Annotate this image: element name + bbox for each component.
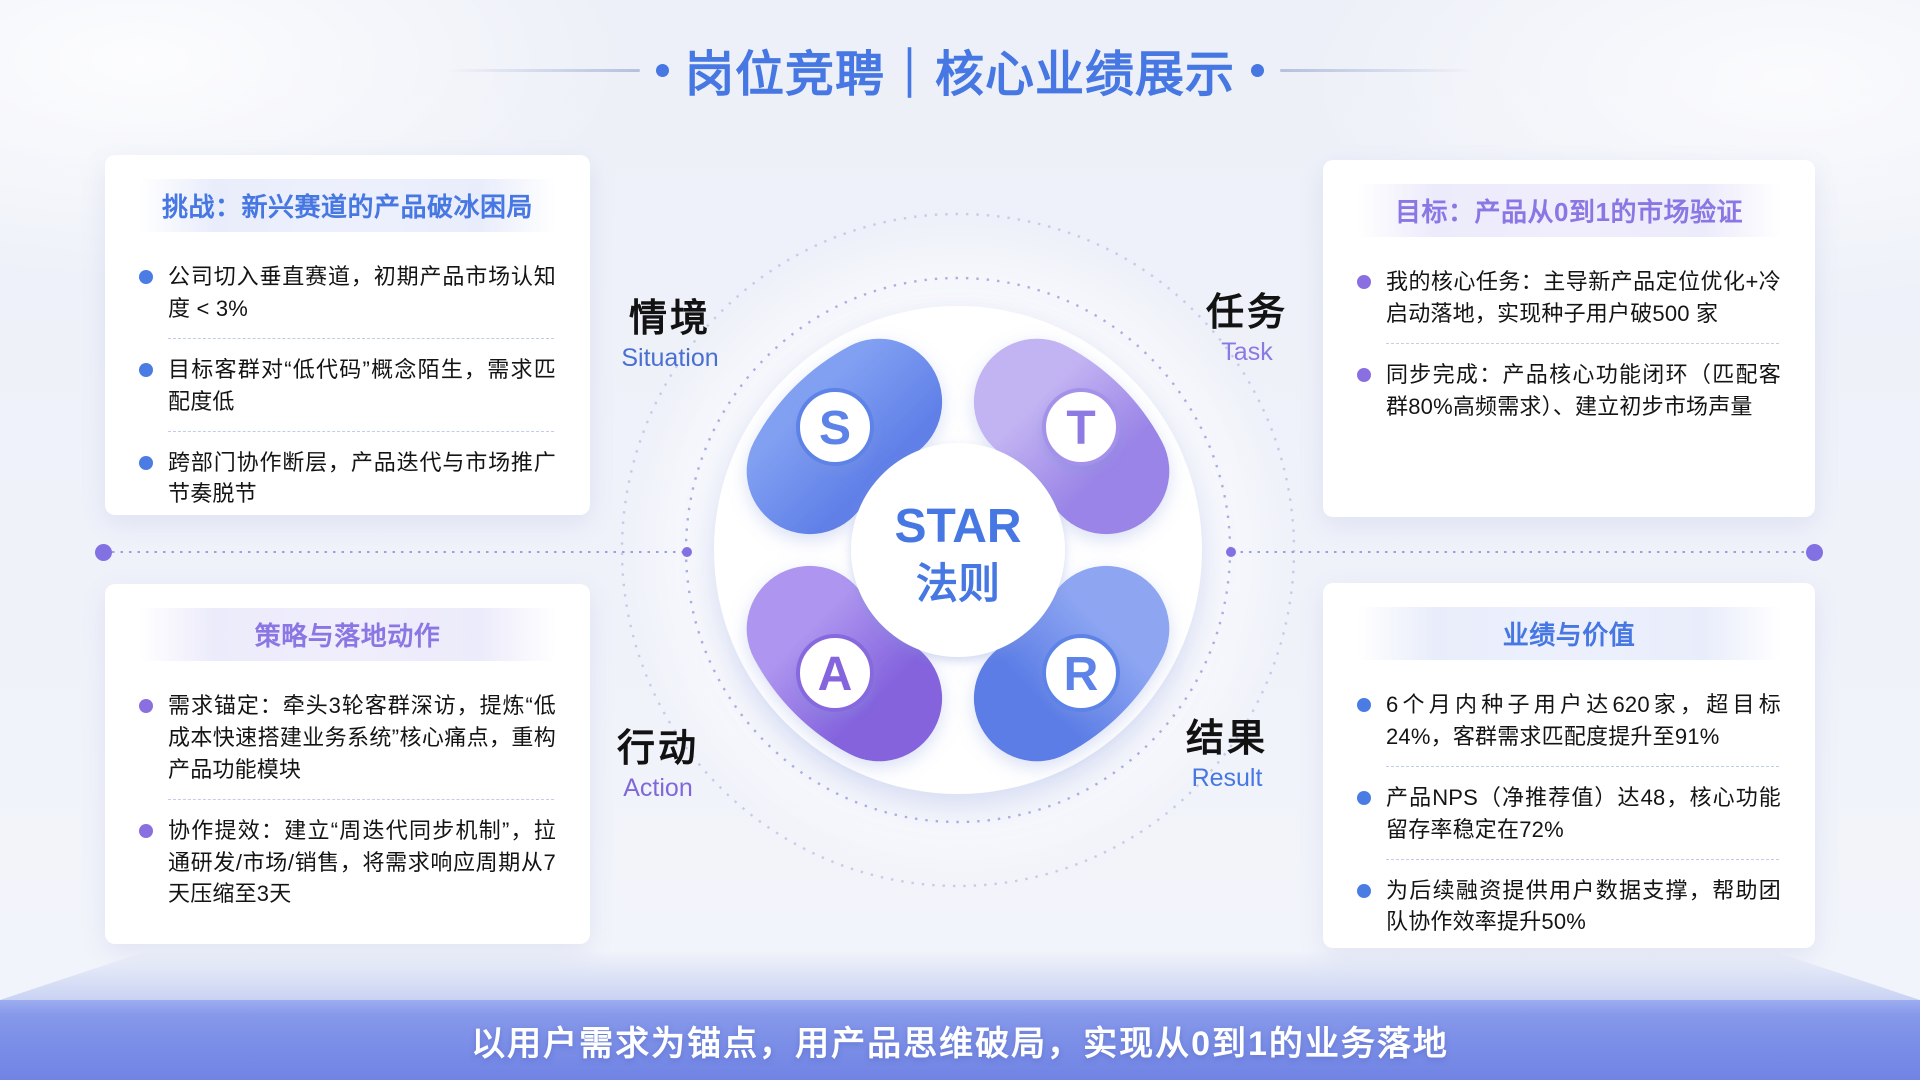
result-en: Result	[1191, 764, 1263, 793]
bullet-text: 目标客群对“低代码”概念陌生，需求匹配度低	[168, 356, 556, 414]
results-bullets: 6个月内种子用户达620家，超目标24%，客群需求匹配度提升至91% 产品NPS…	[1357, 674, 1781, 952]
bullet-text: 跨部门协作断层，产品迭代与市场推广节奏脱节	[168, 449, 556, 507]
title-dot-right-icon	[1251, 63, 1264, 77]
divider-line-left	[112, 551, 686, 554]
bullet-dot-icon	[1357, 698, 1371, 712]
letter-t: T	[1066, 402, 1095, 455]
center-title-star: STAR	[894, 500, 1021, 553]
badge-t	[1042, 388, 1120, 466]
strategy-title: 策略与落地动作	[139, 608, 556, 661]
bullet-item: 我的核心任务：主导新产品定位优化+冷启动落地，实现种子用户破500 家	[1357, 251, 1781, 344]
divider-line-right	[1232, 551, 1810, 554]
footer-text: 以用户需求为锚点，用产品思维破局，实现从0到1的业务落地	[471, 1024, 1449, 1063]
title-line-left	[444, 68, 640, 72]
card-goal: 目标：产品从0到1的市场验证 我的核心任务：主导新产品定位优化+冷启动落地，实现…	[1323, 160, 1815, 517]
bullet-item: 6个月内种子用户达620家，超目标24%，客群需求匹配度提升至91%	[1357, 674, 1781, 767]
bullet-text: 产品NPS（净推荐值）达48，核心功能留存率稳定在72%	[1386, 784, 1781, 842]
label-result: 结果 Result	[1117, 718, 1337, 793]
page-title-row: 岗位竞聘｜核心业绩展示	[0, 38, 1920, 102]
badge-a	[796, 634, 874, 712]
bullet-dot-icon	[1357, 367, 1371, 382]
center-title-rule: 法则	[916, 560, 1000, 607]
bullet-item: 产品NPS（净推荐值）达48，核心功能留存率稳定在72%	[1357, 767, 1781, 860]
card-strategy: 策略与落地动作 需求锚定：牵头3轮客群深访，提炼“低成本快速搭建业务系统”核心痛…	[105, 584, 590, 944]
bullet-item: 目标客群对“低代码”概念陌生，需求匹配度低	[139, 339, 556, 432]
title-line-right	[1280, 68, 1475, 72]
bullet-text: 需求锚定：牵头3轮客群深访，提炼“低成本快速搭建业务系统”核心痛点，重构产品功能…	[168, 693, 556, 782]
situation-en: Situation	[621, 344, 719, 373]
card-results: 业绩与价值 6个月内种子用户达620家，超目标24%，客群需求匹配度提升至91%…	[1323, 583, 1815, 948]
title-dot-left-icon	[655, 63, 669, 77]
divider-dot-right-outer-icon	[1806, 544, 1823, 561]
bullet-item: 需求锚定：牵头3轮客群深访，提炼“低成本快速搭建业务系统”核心痛点，重构产品功能…	[139, 675, 556, 800]
bullet-item: 同步完成：产品核心功能闭环（匹配客群80%高频需求）、建立初步市场声量	[1357, 344, 1781, 437]
star-diagram: S T A R STAR 法则	[620, 212, 1296, 888]
challenge-title: 挑战：新兴赛道的产品破冰困局	[139, 179, 556, 232]
action-en: Action	[623, 774, 693, 803]
letter-badges	[796, 388, 1120, 712]
task-en: Task	[1221, 338, 1273, 367]
goal-title: 目标：产品从0到1的市场验证	[1357, 184, 1781, 237]
bullet-item: 协作提效：建立“周迭代同步机制”，拉通研发/市场/销售，将需求响应周期从7天压缩…	[139, 800, 556, 925]
letter-a: A	[818, 648, 853, 701]
challenge-bullets: 公司切入垂直赛道，初期产品市场认知度 < 3% 目标客群对“低代码”概念陌生，需…	[139, 246, 556, 524]
label-situation: 情境 Situation	[560, 298, 780, 373]
task-cn: 任务	[1205, 292, 1288, 334]
page-title: 岗位竞聘｜核心业绩展示	[684, 47, 1235, 102]
situation-cn: 情境	[628, 298, 711, 340]
bullet-dot-icon	[139, 270, 153, 284]
bullet-dot-icon	[1357, 275, 1371, 289]
badge-s	[796, 388, 874, 466]
stage-floor	[0, 950, 1920, 1000]
bullet-text: 同步完成：产品核心功能闭环（匹配客群80%高频需求）、建立初步市场声量	[1386, 361, 1781, 419]
bullet-dot-icon	[1357, 790, 1371, 805]
card-challenge: 挑战：新兴赛道的产品破冰困局 公司切入垂直赛道，初期产品市场认知度 < 3% 目…	[105, 155, 590, 515]
label-task: 任务 Task	[1137, 292, 1357, 367]
bullet-item: 为后续融资提供用户数据支撑，帮助团队协作效率提升50%	[1357, 860, 1781, 953]
letter-s: S	[819, 402, 851, 455]
bullet-dot-icon	[1357, 883, 1371, 898]
footer-banner: 以用户需求为锚点，用产品思维破局，实现从0到1的业务落地	[0, 1000, 1920, 1080]
dotted-ring-outer	[620, 212, 1296, 888]
divider-dot-left-outer-icon	[95, 544, 112, 561]
bullet-text: 公司切入垂直赛道，初期产品市场认知度 < 3%	[168, 264, 556, 321]
results-title: 业绩与价值	[1357, 607, 1781, 660]
bullet-dot-icon	[139, 362, 153, 377]
bullet-text: 6个月内种子用户达620家，超目标24%，客群需求匹配度提升至91%	[1386, 692, 1781, 749]
divider-dot-left-inner-icon	[682, 547, 692, 557]
bullet-dot-icon	[139, 455, 153, 470]
bullet-text: 协作提效：建立“周迭代同步机制”，拉通研发/市场/销售，将需求响应周期从7天压缩…	[168, 817, 556, 907]
center-circle	[851, 443, 1065, 657]
letter-r: R	[1064, 648, 1099, 701]
strategy-bullets: 需求锚定：牵头3轮客群深访，提炼“低成本快速搭建业务系统”核心痛点，重构产品功能…	[139, 675, 556, 924]
bullet-item: 跨部门协作断层，产品迭代与市场推广节奏脱节	[139, 432, 556, 525]
bullet-dot-icon	[139, 699, 153, 713]
label-action: 行动 Action	[548, 728, 768, 803]
bullet-item: 公司切入垂直赛道，初期产品市场认知度 < 3%	[139, 246, 556, 339]
bullet-text: 为后续融资提供用户数据支撑，帮助团队协作效率提升50%	[1386, 877, 1781, 935]
bullet-text: 我的核心任务：主导新产品定位优化+冷启动落地，实现种子用户破500 家	[1386, 269, 1781, 326]
result-cn: 结果	[1185, 718, 1268, 760]
divider-dot-right-inner-icon	[1226, 547, 1236, 557]
action-cn: 行动	[616, 728, 699, 770]
goal-bullets: 我的核心任务：主导新产品定位优化+冷启动落地，实现种子用户破500 家 同步完成…	[1357, 251, 1781, 437]
badge-r	[1042, 634, 1120, 712]
bullet-dot-icon	[139, 823, 153, 838]
